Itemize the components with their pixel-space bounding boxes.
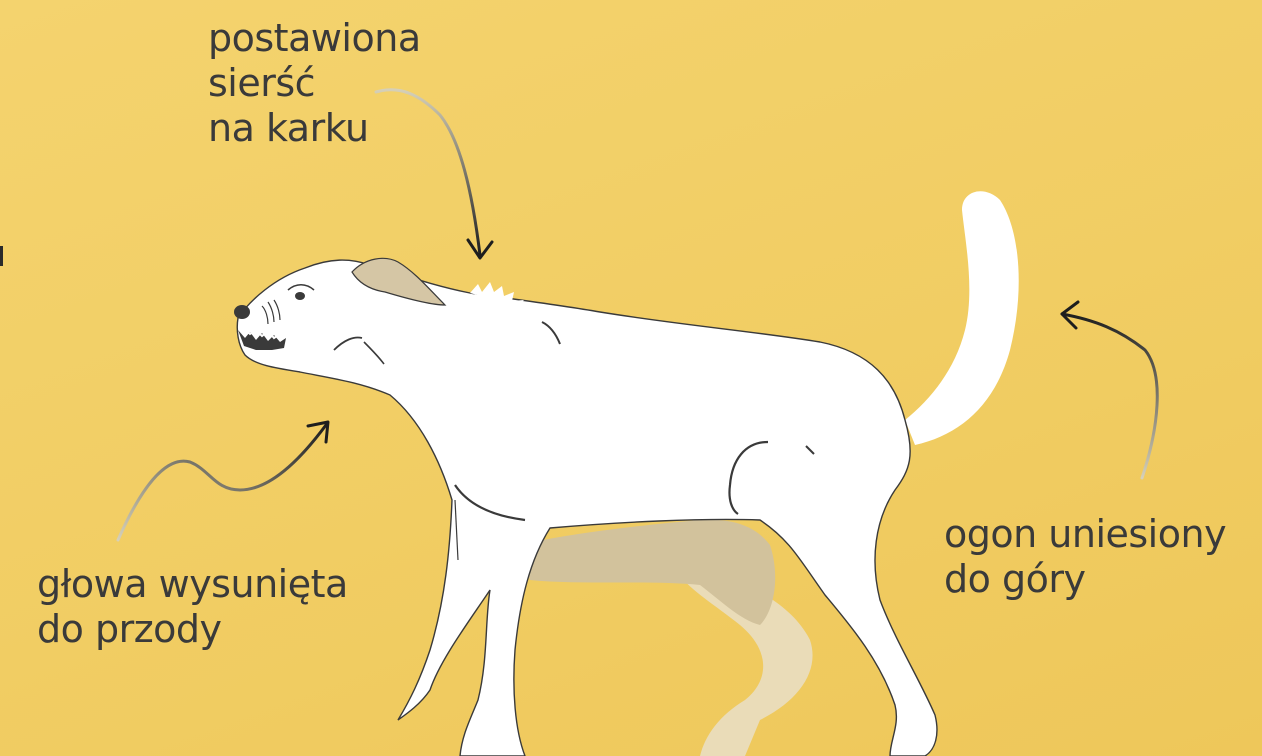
jaw-line <box>333 336 363 351</box>
label-line: do góry <box>944 556 1086 601</box>
cheek-line <box>363 341 385 365</box>
label-line: postawiona <box>208 16 421 60</box>
thigh-line <box>728 440 769 515</box>
label-line: sierść <box>208 60 316 105</box>
hip-line <box>805 445 815 455</box>
label-line: ogon uniesiony <box>944 512 1227 556</box>
chest-line <box>454 484 526 522</box>
front-leg-line <box>454 499 459 561</box>
dog-tail <box>905 191 1019 445</box>
label-head-forward: głowa wysunięta do przody <box>37 562 348 652</box>
neck-line <box>541 321 561 345</box>
dog-nose <box>234 305 250 319</box>
far-hind-leg <box>680 560 813 756</box>
far-leg-shadow <box>520 519 776 625</box>
raised-hackles <box>470 282 524 306</box>
arrow-icon <box>374 88 494 260</box>
label-tail-raised: ogon uniesiony do góry <box>944 512 1227 602</box>
edge-mark <box>0 246 3 266</box>
snout-wrinkles <box>261 299 281 325</box>
dog-teeth-upper <box>243 327 281 340</box>
arrow-icon <box>1060 300 1159 480</box>
label-line: na karku <box>208 105 369 150</box>
dog-body <box>236 259 938 756</box>
dog-eye <box>295 292 305 300</box>
label-raised-hackles: postawiona sierść na karku <box>208 16 421 150</box>
dog-brow <box>287 283 315 291</box>
dog-ear <box>351 257 447 306</box>
label-line: głowa wysunięta <box>37 562 348 606</box>
arrow-icon <box>116 420 330 542</box>
label-line: do przody <box>37 606 222 651</box>
